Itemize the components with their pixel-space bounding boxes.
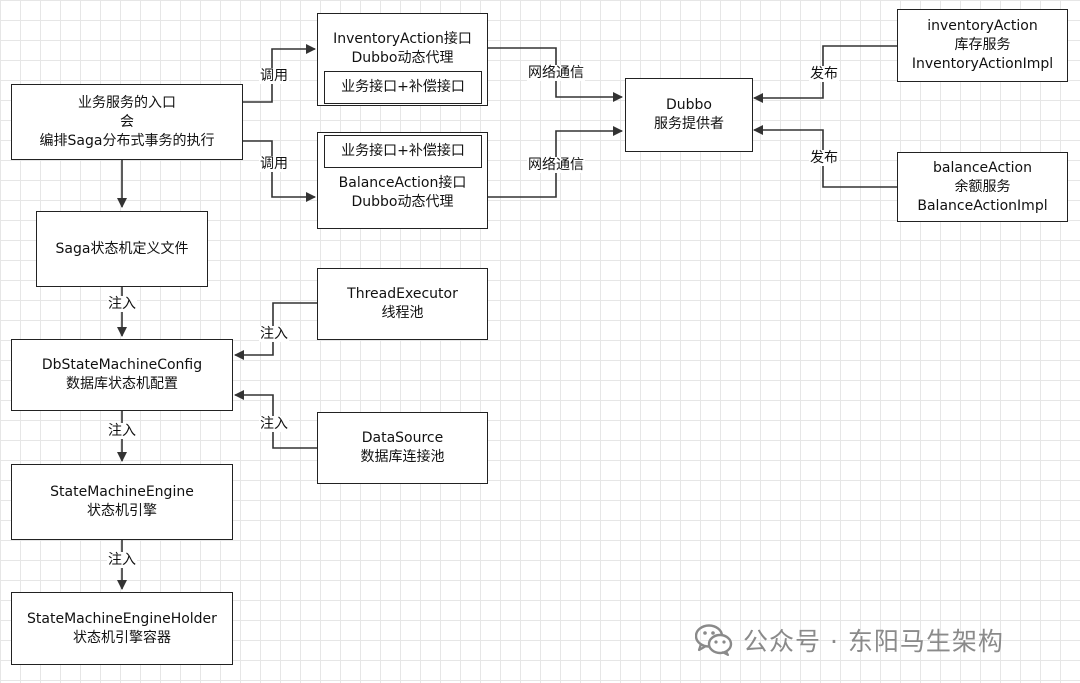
watermark: 公众号 · 东阳马生架构 bbox=[695, 622, 1004, 658]
node-datasource: DataSource 数据库连接池 bbox=[317, 412, 488, 484]
node-balance-service: balanceAction 余额服务 BalanceActionImpl bbox=[897, 152, 1068, 222]
node-thread-executor: ThreadExecutor 线程池 bbox=[317, 268, 488, 340]
label-network-inventory: 网络通信 bbox=[527, 65, 585, 81]
node-balance-sub-interface: 业务接口+补偿接口 bbox=[324, 135, 482, 168]
watermark-text: 公众号 · 东阳马生架构 bbox=[743, 627, 1004, 656]
node-dubbo-provider: Dubbo 服务提供者 bbox=[625, 78, 753, 152]
label-publish-inventory: 发布 bbox=[809, 66, 839, 82]
node-inventory-sub-interface: 业务接口+补偿接口 bbox=[324, 71, 482, 104]
label-inject-saga: 注入 bbox=[107, 296, 137, 312]
label-publish-balance: 发布 bbox=[809, 150, 839, 166]
label-inject-thread: 注入 bbox=[259, 326, 289, 342]
node-state-machine-engine-holder: StateMachineEngineHolder 状态机引擎容器 bbox=[11, 592, 233, 665]
label-call-balance: 调用 bbox=[259, 156, 289, 172]
node-state-machine-engine: StateMachineEngine 状态机引擎 bbox=[11, 464, 233, 540]
label-call-inventory: 调用 bbox=[259, 68, 289, 84]
node-saga-definition-file: Saga状态机定义文件 bbox=[36, 211, 208, 287]
node-business-entry: 业务服务的入口 会 编排Saga分布式事务的执行 bbox=[11, 84, 243, 160]
node-inventory-service: inventoryAction 库存服务 InventoryActionImpl bbox=[897, 9, 1068, 82]
node-db-state-machine-config: DbStateMachineConfig 数据库状态机配置 bbox=[11, 339, 233, 411]
label-inject-engine: 注入 bbox=[107, 552, 137, 568]
label-inject-datasource: 注入 bbox=[259, 416, 289, 432]
label-network-balance: 网络通信 bbox=[527, 157, 585, 173]
label-inject-config: 注入 bbox=[107, 423, 137, 439]
wechat-icon bbox=[695, 624, 733, 656]
